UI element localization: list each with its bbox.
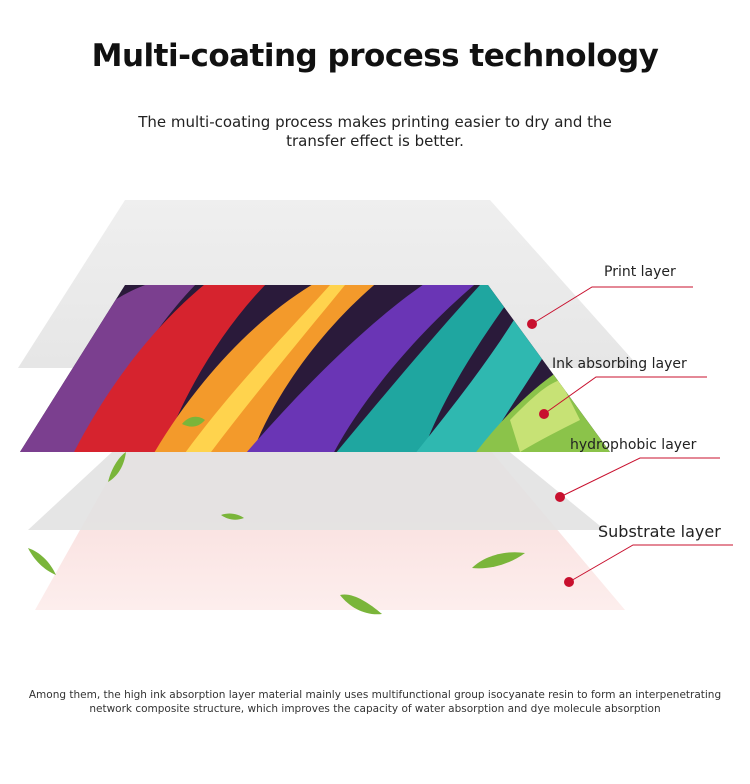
label-print-layer: Print layer	[604, 264, 676, 280]
page-subtitle: The multi-coating process makes printing…	[138, 113, 612, 150]
callout-lines	[531, 286, 733, 583]
page-title: Multi-coating process technology	[91, 38, 659, 74]
footnote: Among them, the high ink absorption laye…	[28, 689, 722, 715]
callout-dots	[527, 319, 574, 587]
label-hydrophobic-layer: hydrophobic layer	[570, 437, 697, 453]
label-substrate-layer: Substrate layer	[598, 522, 721, 541]
hydrophobic-layer	[28, 440, 605, 530]
leaf-decoration	[28, 416, 525, 615]
label-ink-absorbing-layer: Ink absorbing layer	[552, 356, 687, 372]
